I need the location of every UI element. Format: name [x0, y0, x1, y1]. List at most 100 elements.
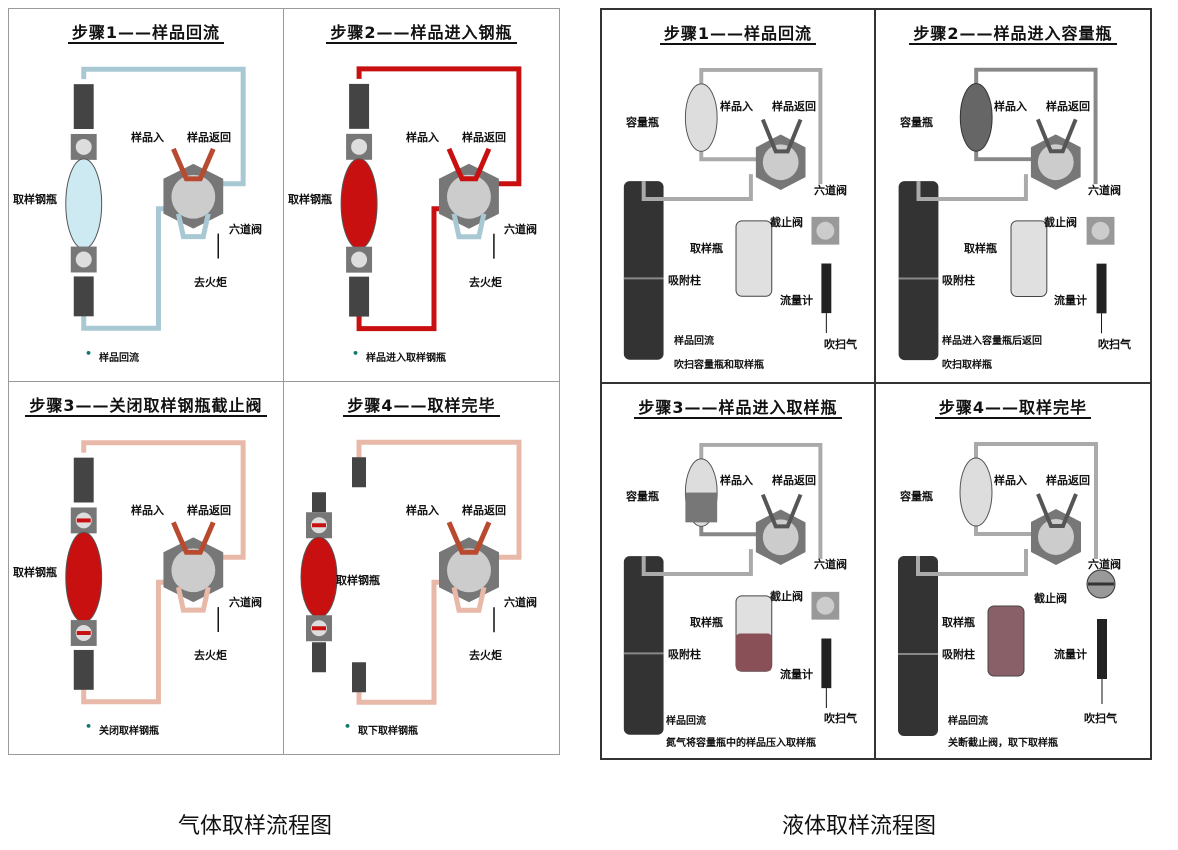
step-note: 样品进入取样钢瓶	[366, 353, 446, 364]
liquid-step1-drawing	[623, 67, 840, 360]
step-note: 样品回流	[99, 353, 139, 364]
bottle-label: 取样钢瓶	[13, 193, 57, 206]
volumetric-flask-label: 容量瓶	[626, 116, 659, 129]
gas-step3-panel: 步骤3——关闭取样钢瓶截止阀 取样钢瓶 样品入 样品返回 六道阀 去火炬 • 关…	[9, 381, 284, 754]
gas-step4-title: 步骤4——取样完毕	[343, 395, 500, 417]
liquid-step3-panel: 步骤3——样品进入取样瓶 容量瓶 样品入 样品返回 六道阀 截止阀 取样瓶 吸附…	[602, 384, 876, 758]
gas-step1-title: 步骤1——样品回流	[67, 23, 225, 44]
purge-gas-label: 吹扫气	[824, 712, 857, 725]
sample-in-label: 样品入	[720, 100, 753, 113]
to-torch-label: 去火炬	[469, 648, 502, 662]
adsorption-column-label: 吸附柱	[668, 274, 701, 287]
liquid-step1-panel: 步骤1——样品回流 容量瓶 样品入 样品返回 六道阀 截止阀 取样瓶 吸附柱 流…	[602, 10, 876, 384]
sample-return-label: 样品返回	[462, 503, 506, 517]
sample-return-label: 样品返回	[1046, 474, 1090, 487]
step-note-2: 氮气将容量瓶中的样品压入取样瓶	[666, 738, 816, 749]
six-way-valve-label: 六道阀	[1088, 558, 1121, 571]
liquid-step2-title: 步骤2——样品进入容量瓶	[909, 24, 1117, 45]
to-torch-label: 去火炬	[469, 276, 502, 289]
gas-step4-panel: 步骤4——取样完毕 取样钢瓶 样品入 样品返回 六道阀 去火炬 • 取下取样钢瓶	[284, 382, 559, 755]
gas-step1-panel: 步骤1——样品回流 取样钢瓶 样品入 样品返回 六道阀 去火炬 • 样品回流	[9, 9, 284, 382]
sample-bottle-label: 取样瓶	[964, 242, 997, 255]
adsorption-column-label: 吸附柱	[942, 274, 975, 287]
sample-return-label: 样品返回	[772, 474, 816, 487]
liquid-step4-panel: 步骤4——取样完毕 容量瓶 样品入 样品返回 六道阀 截止阀 取样瓶 吸附柱 流…	[876, 384, 1150, 758]
liquid-step2-panel: 步骤2——样品进入容量瓶 容量瓶 样品入 样品返回 六道阀 截止阀 取样瓶 吸附…	[876, 10, 1150, 384]
to-torch-label: 去火炬	[194, 648, 227, 662]
bottle-label: 取样钢瓶	[336, 573, 380, 587]
step-note-1: 样品回流	[948, 716, 988, 727]
purge-gas-label: 吹扫气	[1098, 338, 1131, 351]
sample-return-label: 样品返回	[187, 503, 231, 517]
sample-return-label: 样品返回	[462, 131, 506, 144]
adsorption-column-label: 吸附柱	[942, 648, 975, 661]
liquid-step1-title: 步骤1——样品回流	[659, 24, 817, 45]
flowmeter-label: 流量计	[780, 668, 813, 681]
sample-in-label: 样品入	[994, 100, 1027, 113]
sample-bottle-label: 取样瓶	[690, 616, 723, 629]
stop-valve-label: 截止阀	[1044, 216, 1077, 229]
flowmeter-label: 流量计	[1054, 648, 1087, 661]
liquid-caption: 液体取样流程图	[782, 814, 937, 839]
gas-sampling-diagram: 步骤1——样品回流 取样钢瓶 样品入 样品返回 六道阀 去火炬 • 样品回流 步…	[8, 8, 560, 755]
gas-step2-panel: 步骤2——样品进入钢瓶 取样钢瓶 样品入 样品返回 六道阀 去火炬 • 样品进入…	[284, 9, 559, 382]
step-note-1: 样品回流	[674, 336, 714, 347]
adsorption-column-label: 吸附柱	[668, 648, 701, 661]
bottle-label: 取样钢瓶	[13, 565, 57, 579]
six-way-valve-label: 六道阀	[1088, 184, 1121, 197]
gas-step3-drawing	[65, 439, 246, 704]
stop-valve-label: 截止阀	[770, 216, 803, 229]
liquid-step3-drawing	[623, 442, 840, 735]
sample-in-label: 样品入	[406, 131, 439, 144]
purge-gas-label: 吹扫气	[824, 338, 857, 351]
bottle-label: 取样钢瓶	[288, 193, 332, 206]
step-note: 取下取样钢瓶	[358, 725, 418, 737]
six-way-valve-label: 六道阀	[504, 595, 537, 609]
sample-return-label: 样品返回	[772, 100, 816, 113]
six-way-valve-label: 六道阀	[229, 223, 262, 236]
step-note: 关闭取样钢瓶	[99, 725, 159, 737]
sample-bottle-label: 取样瓶	[942, 616, 975, 629]
step-note-2: 吹扫取样瓶	[942, 360, 992, 371]
gas-step2-drawing	[340, 66, 522, 332]
purge-gas-label: 吹扫气	[1084, 712, 1117, 725]
liquid-sampling-diagram: 步骤1——样品回流 容量瓶 样品入 样品返回 六道阀 截止阀 取样瓶 吸附柱 流…	[600, 8, 1152, 760]
six-way-valve-label: 六道阀	[504, 223, 537, 236]
liquid-step2-drawing	[898, 67, 1115, 361]
sample-return-label: 样品返回	[1046, 100, 1090, 113]
volumetric-flask-label: 容量瓶	[900, 490, 933, 503]
sample-in-label: 样品入	[131, 131, 164, 144]
volumetric-flask-label: 容量瓶	[626, 490, 659, 503]
gas-step3-title: 步骤3——关闭取样钢瓶截止阀	[25, 395, 267, 417]
to-torch-label: 去火炬	[194, 276, 227, 289]
stop-valve-label: 截止阀	[770, 590, 803, 603]
liquid-step3-title: 步骤3——样品进入取样瓶	[634, 398, 842, 419]
sample-return-label: 样品返回	[187, 131, 231, 144]
gas-step4-drawing	[300, 439, 522, 705]
stop-valve-label: 截止阀	[1034, 592, 1067, 605]
volumetric-flask-label: 容量瓶	[900, 116, 933, 129]
step-note-1: 样品回流	[666, 716, 706, 727]
gas-caption: 气体取样流程图	[178, 814, 333, 839]
gas-step1-drawing	[65, 66, 246, 331]
bullet-dot: •	[85, 719, 93, 733]
six-way-valve-label: 六道阀	[814, 558, 847, 571]
flowmeter-label: 流量计	[1054, 294, 1087, 307]
six-way-valve-label: 六道阀	[814, 184, 847, 197]
gas-step2-title: 步骤2——样品进入钢瓶	[326, 23, 517, 44]
step-note-1: 样品进入容量瓶后返回	[942, 336, 1042, 347]
sample-in-label: 样品入	[994, 474, 1027, 487]
liquid-step4-title: 步骤4——取样完毕	[934, 398, 1092, 419]
bullet-dot: •	[85, 347, 93, 360]
six-way-valve-label: 六道阀	[229, 595, 262, 609]
liquid-step4-drawing	[898, 442, 1116, 736]
bullet-dot: •	[344, 719, 352, 733]
sample-bottle-label: 取样瓶	[690, 242, 723, 255]
sample-in-label: 样品入	[406, 503, 439, 517]
step-note-2: 关断截止阀，取下取样瓶	[948, 738, 1058, 749]
step-note-2: 吹扫容量瓶和取样瓶	[674, 360, 764, 371]
flowmeter-label: 流量计	[780, 294, 813, 307]
sample-in-label: 样品入	[131, 503, 164, 517]
bullet-dot: •	[352, 347, 360, 360]
sample-in-label: 样品入	[720, 474, 753, 487]
